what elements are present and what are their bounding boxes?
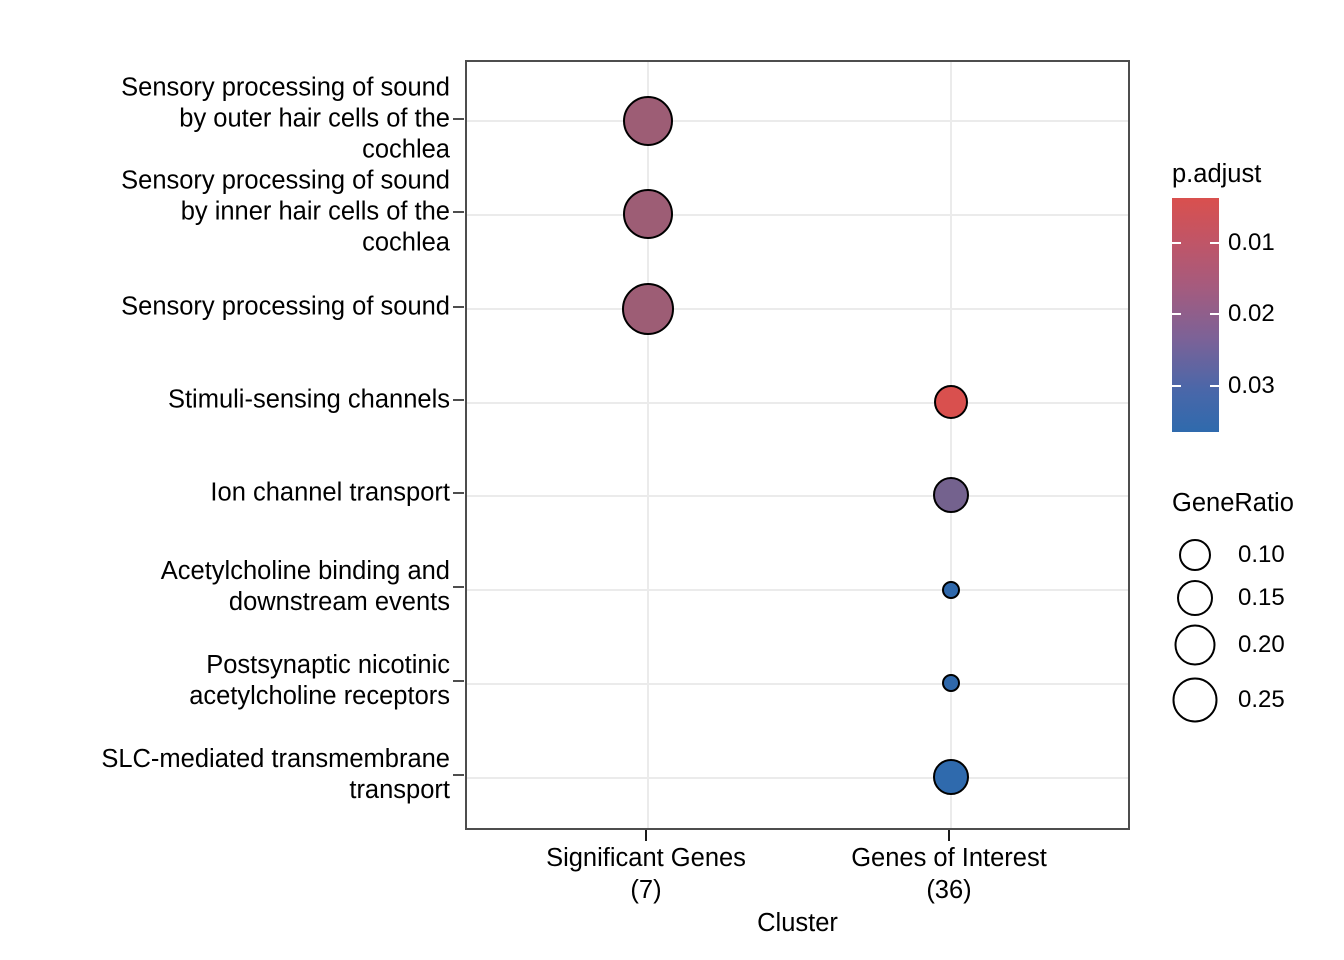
y-axis-tick-mark [453,118,464,120]
y-axis-tick-label: SLC-mediated transmembrane transport [101,745,450,804]
data-point-dot[interactable] [933,477,969,513]
y-axis-tick-mark [453,680,464,682]
gridline-horizontal [467,683,1128,685]
color-legend-label: 0.02 [1228,300,1275,327]
data-point-dot[interactable] [933,759,969,795]
color-legend-label: 0.01 [1228,229,1275,256]
y-axis-tick-label: Sensory processing of sound [121,292,450,321]
data-point-dot[interactable] [623,189,673,239]
y-axis-tick-label: Sensory processing of sound by outer hai… [121,73,450,164]
data-point-dot[interactable] [942,674,960,692]
color-legend-tick [1210,242,1219,244]
gridline-vertical [647,62,649,828]
x-axis-title: Cluster [757,909,838,937]
color-legend-label: 0.03 [1228,372,1275,399]
size-legend-circle [1172,677,1218,723]
x-axis-tick-label: Significant Genes (7) [546,844,746,904]
size-legend-circle [1179,539,1211,571]
size-legend-circle [1174,624,1216,666]
plot-panel [465,60,1130,830]
y-axis-tick-mark [453,211,464,213]
size-legend-label: 0.10 [1238,541,1285,568]
data-point-dot[interactable] [622,283,674,335]
x-axis-tick-mark [948,830,950,841]
color-legend-tick [1172,385,1181,387]
color-legend-tick [1172,242,1181,244]
y-axis-tick-label: Acetylcholine binding and downstream eve… [160,557,450,616]
gridline-vertical [950,62,952,828]
size-legend-label: 0.25 [1238,686,1285,713]
gridline-horizontal [467,120,1128,122]
size-legend-title: GeneRatio [1172,489,1294,517]
color-legend-title: p.adjust [1172,160,1262,188]
y-axis-tick-label: Sensory processing of sound by inner hai… [121,166,450,257]
y-axis: Sensory processing of sound by outer hai… [0,0,450,960]
color-legend-tick [1210,385,1219,387]
size-legend-label: 0.20 [1238,631,1285,658]
y-axis-tick-label: Stimuli-sensing channels [167,385,450,414]
gridline-horizontal [467,777,1128,779]
size-legend-circle [1177,580,1213,616]
y-axis-tick-mark [453,306,464,308]
data-point-dot[interactable] [623,96,673,146]
color-legend-tick [1210,313,1219,315]
size-legend-label: 0.15 [1238,584,1285,611]
y-axis-tick-mark [453,774,464,776]
gridline-horizontal [467,214,1128,216]
data-point-dot[interactable] [934,385,968,419]
gridline-horizontal [467,402,1128,404]
color-legend-tick [1172,313,1181,315]
y-axis-tick-mark [453,399,464,401]
y-axis-tick-mark [453,492,464,494]
y-axis-tick-label: Ion channel transport [210,478,450,507]
y-axis-tick-label: Postsynaptic nicotinic acetylcholine rec… [189,651,450,710]
color-legend-gradient-bar [1172,198,1219,432]
x-axis-tick-label: Genes of Interest (36) [851,844,1047,904]
gridline-horizontal [467,308,1128,310]
legend-area: p.adjust 0.01 0.02 0.03 GeneRatio 0.10 0… [1160,0,1344,960]
gridline-horizontal [467,589,1128,591]
x-axis-tick-mark [645,830,647,841]
y-axis-tick-mark [453,586,464,588]
data-point-dot[interactable] [942,581,960,599]
gridline-horizontal [467,495,1128,497]
